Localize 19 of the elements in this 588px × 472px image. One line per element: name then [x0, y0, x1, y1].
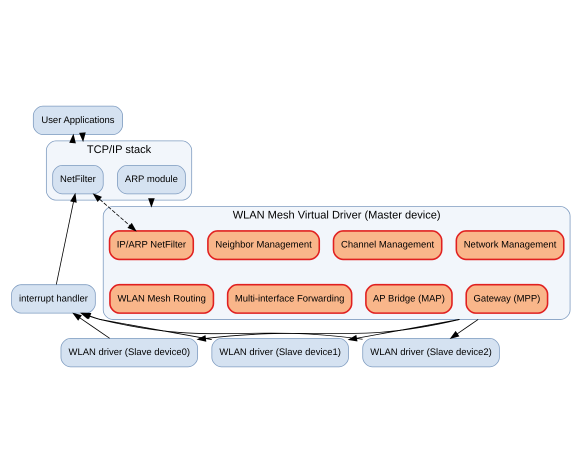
node-box: Gateway (MPP)	[465, 283, 548, 314]
arrow	[450, 318, 479, 339]
node-box: Multi-interface Forwarding	[226, 283, 352, 314]
node-box: IP/ARP NetFilter	[108, 230, 194, 260]
node-box: AP Bridge (MAP)	[365, 283, 453, 314]
node-box: interrupt handler	[11, 284, 96, 314]
arrow	[348, 318, 460, 341]
arrow	[196, 318, 460, 342]
node-box: NetFilter	[52, 164, 104, 194]
arrow	[92, 192, 137, 232]
node-box: WLAN driver (Slave device0)	[60, 338, 198, 367]
node-box: Network Management	[456, 230, 565, 260]
node-box: ARP module	[117, 164, 186, 194]
node-box: WLAN Mesh Routing	[109, 283, 214, 314]
node-box: WLAN driver (Slave device1)	[211, 338, 349, 367]
arrow	[56, 192, 77, 284]
node-box: Neighbor Management	[207, 230, 320, 260]
node-box: WLAN driver (Slave device2)	[362, 338, 500, 367]
node-box: Channel Management	[332, 230, 443, 260]
